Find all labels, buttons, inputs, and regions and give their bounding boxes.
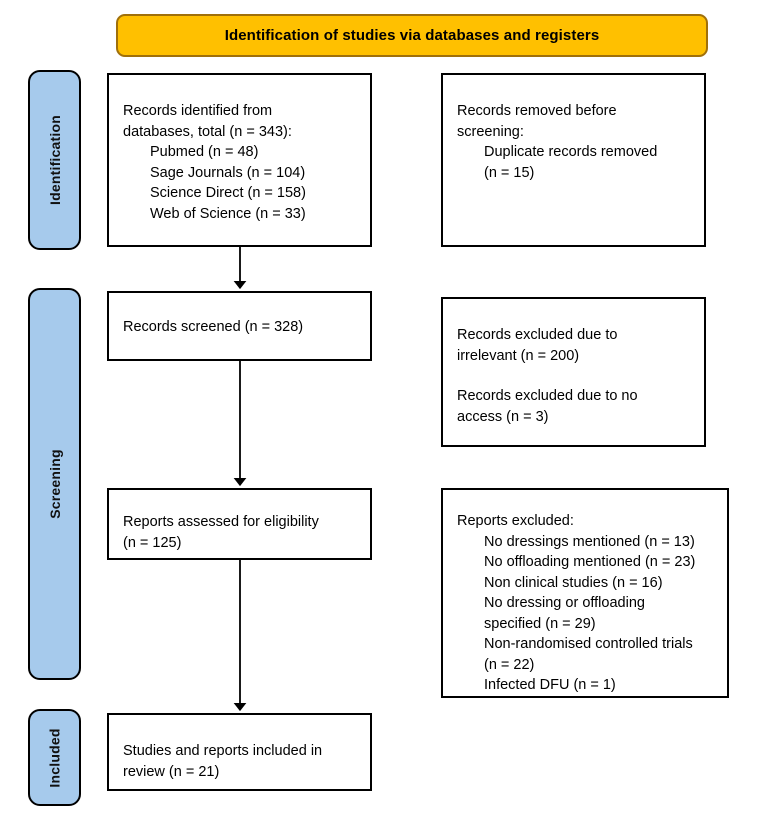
box-records-identified-body: Records identified from databases, total … [123,85,360,224]
box-records-removed-before-screening: Records removed before screening: Duplicat… [441,73,706,247]
box-line-indented: Science Direct (n = 158) [150,185,306,201]
box-line-indented: Infected DFU (n = 1) [484,677,616,693]
box-records-screened-body: Records screened (n = 328) [123,303,360,338]
header-banner: Identification of studies via databases … [116,14,708,57]
box-reports-excluded: Reports excluded: No dressings mentioned … [441,488,729,698]
box-line: Records screened (n = 328) [123,319,304,335]
box-line-indented: No dressing or offloading [484,595,645,611]
box-line-indented: Pubmed (n = 48) [150,144,259,160]
box-line-indented: (n = 15) [484,164,535,181]
stage-label-identification-text: Identification [46,115,63,205]
box-line-indented: Duplicate records removed [484,144,658,160]
box-line: Records removed before [457,103,617,119]
box-records-excluded-body: Records excluded due to irrelevant (n = 2… [457,309,694,427]
box-line-indented: Non-randomised controlled trials [484,636,693,652]
box-line-indented: No dressings mentioned (n = 13) [484,533,695,550]
box-records-excluded: Records excluded due to irrelevant (n = 2… [441,297,706,447]
box-line-indented: specified (n = 29) [484,615,596,632]
box-line: Records excluded due to no [457,388,638,404]
stage-label-included: Included [28,709,81,806]
box-line: Reports assessed for eligibility [123,514,319,530]
box-records-identified: Records identified from databases, total … [107,73,372,247]
box-line: (n = 125) [123,534,182,551]
box-line: access (n = 3) [457,408,549,425]
header-banner-title: Identification of studies via databases … [224,27,600,44]
box-line-indented: Non clinical studies (n = 16) [484,574,663,591]
box-line-indented: (n = 22) [484,656,535,673]
box-line: Reports excluded: [457,513,574,529]
box-records-screened: Records screened (n = 328) [107,291,372,361]
box-records-removed-before-screening-body: Records removed before screening: Duplicat… [457,85,694,183]
box-line: Records identified from [123,103,273,119]
box-line: databases, total (n = 343): [123,123,292,140]
box-line: Studies and reports included in [123,743,323,759]
box-line-spacer [457,366,694,386]
stage-label-screening-text: Screening [46,449,63,519]
box-reports-excluded-body: Reports excluded: No dressings mentioned … [457,500,717,696]
stage-label-included-text: Included [46,727,63,788]
box-studies-included-in-review: Studies and reports included in review (n… [107,713,372,791]
box-reports-assessed-for-eligibility-body: Reports assessed for eligibility (n = 125… [123,500,360,553]
box-line: review (n = 21) [123,763,220,780]
box-line-indented: No offloading mentioned (n = 23) [484,554,696,570]
box-studies-included-in-review-body: Studies and reports included in review (n… [123,725,360,782]
box-line: irrelevant (n = 200) [457,347,580,364]
box-line: screening: [457,123,524,140]
box-reports-assessed-for-eligibility: Reports assessed for eligibility (n = 125… [107,488,372,560]
box-line: Records excluded due to [457,327,618,343]
stage-label-identification: Identification [28,70,81,250]
stage-label-screening: Screening [28,288,81,680]
box-line-indented: Sage Journals (n = 104) [150,164,306,181]
box-line-indented: Web of Science (n = 33) [150,205,306,222]
